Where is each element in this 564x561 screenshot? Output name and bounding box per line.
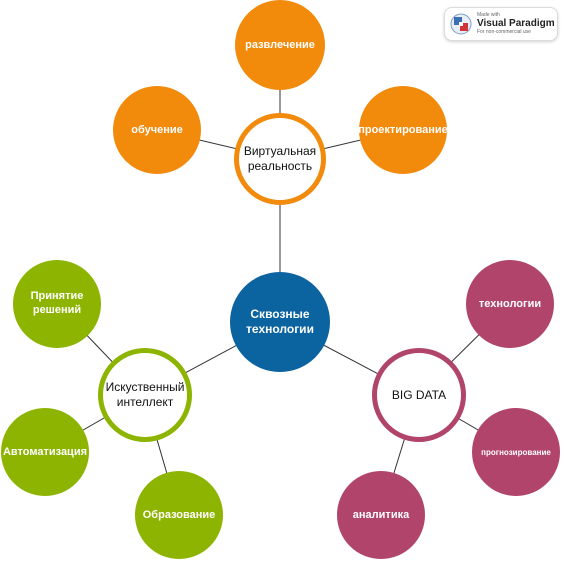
bigdata-analytics-label: аналитика [352, 509, 410, 521]
ai-automation-node[interactable]: Автоматизация [1, 408, 89, 496]
vr-design-node[interactable]: проектирование [358, 86, 448, 174]
bigdata-technologies-node[interactable]: технологии [466, 260, 554, 348]
watermark-note: For non-commercial use [477, 29, 531, 35]
vr-entertainment-label: развлечение [245, 39, 315, 51]
ai-hub-node[interactable]: Искуственный интеллект [98, 348, 192, 442]
vr-hub-label: Виртуальная реальность [243, 144, 317, 173]
bigdata-forecasting-node[interactable]: прогнозирование [472, 408, 560, 496]
center-node-label: Сквозные технологии [246, 307, 314, 336]
visual-paradigm-logo-icon [450, 13, 472, 35]
watermark-brand: Visual Paradigm [477, 18, 555, 29]
vr-design-label: проектирование [358, 124, 448, 136]
ai-hub-label: Искуственный интеллект [105, 380, 185, 409]
watermark-made-with: Made with [477, 12, 500, 18]
ai-decisions-node[interactable]: Принятие решений [13, 260, 101, 348]
ai-automation-label: Автоматизация [2, 446, 88, 458]
bigdata-hub-label: BIG DATA [391, 387, 447, 402]
vr-hub-node[interactable]: Виртуальная реальность [234, 113, 326, 205]
center-node[interactable]: Сквозные технологии [230, 272, 330, 372]
bigdata-hub-node[interactable]: BIG DATA [372, 348, 466, 442]
ai-decisions-label: Принятие решений [30, 290, 84, 316]
vr-learning-label: обучение [131, 124, 183, 136]
ai-education-label: Образование [142, 509, 216, 521]
bigdata-forecasting-label: прогнозирование [481, 447, 551, 457]
vr-entertainment-node[interactable]: развлечение [235, 0, 325, 90]
vr-learning-node[interactable]: обучение [113, 86, 201, 174]
bigdata-analytics-node[interactable]: аналитика [337, 471, 425, 559]
bigdata-technologies-label: технологии [478, 298, 542, 310]
visual-paradigm-watermark: Made with Visual Paradigm For non-commer… [444, 7, 558, 41]
ai-education-node[interactable]: Образование [135, 471, 223, 559]
